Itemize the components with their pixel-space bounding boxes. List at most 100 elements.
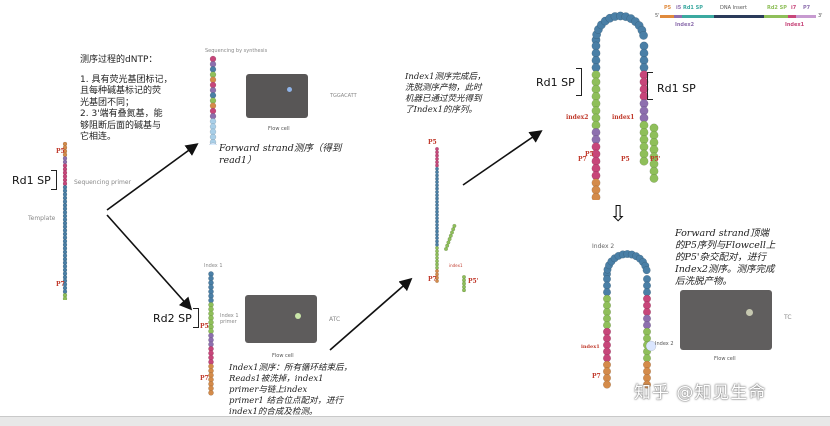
- nucleotide-bead: [602, 380, 611, 389]
- nucleotide-bead: [435, 223, 439, 227]
- forward-read1-line: Forward strand测序（得到: [219, 143, 342, 154]
- rd1-sp-left-bracket: [51, 170, 57, 190]
- nucleotide-bead: [435, 206, 439, 211]
- p7-label-index1: P7: [200, 375, 209, 382]
- index1-primer-line: Index 1: [220, 313, 239, 319]
- nucleotide-bead: [435, 232, 439, 237]
- legend-bar: [660, 15, 816, 18]
- p7-label-done: P7: [428, 276, 437, 283]
- nucleotide-bead: [642, 266, 651, 275]
- nucleotide-bead: [435, 209, 439, 214]
- nucleotide-bead: [435, 166, 439, 171]
- index2-note-line: Index2测序。测序完成: [675, 264, 775, 275]
- index2-note-line: Forward strand顶端: [675, 228, 769, 239]
- nucleotide-bead: [435, 219, 439, 224]
- p5-label-bridge-right: P5: [621, 156, 630, 163]
- index1-primer-line: primer: [220, 319, 237, 325]
- nucleotide-bead: [645, 340, 657, 352]
- index1-primer-label: Index 1 primer: [220, 313, 239, 325]
- nucleotide-bead: [462, 278, 467, 283]
- nucleotide-bead: [649, 173, 659, 183]
- rd2-sp-label: Rd2 SP: [153, 312, 192, 325]
- p5-prime-label-bridge: P5': [650, 156, 661, 163]
- nucleotide-bead: [450, 230, 455, 235]
- index1-note: Index1测序：所有循环结束后， Reads1被洗掉，index1 prime…: [229, 363, 379, 418]
- nucleotide-bead: [435, 246, 439, 250]
- arrow-to-bridge: [462, 130, 543, 186]
- index1-done-note: Index1测序完成后， 洗脱测序产物，此时 机器已通过荧光得到 了Index1…: [405, 72, 497, 116]
- nucleotide-bead: [435, 150, 439, 155]
- nucleotide-bead: [435, 193, 439, 198]
- arrow-to-index1-done: [329, 277, 413, 351]
- index1-done-line: 了Index1的序列。: [405, 105, 478, 115]
- index1-done-line: 机器已通过荧光得到: [405, 94, 482, 104]
- nucleotide-bead: [435, 163, 439, 168]
- legend-dna-insert: DNA Insert: [720, 5, 747, 11]
- nucleotide-bead: [435, 160, 439, 165]
- tc-label: TC: [784, 314, 792, 321]
- nucleotide-bead: [446, 240, 451, 245]
- legend-p5: P5: [664, 5, 672, 11]
- flow-cell-index2: [680, 290, 772, 350]
- nucleotide-bead: [452, 223, 457, 228]
- dntp-note-line: 它相连。: [80, 132, 117, 142]
- flow-cell-label-index2: Flow cell: [714, 356, 736, 362]
- nucleotide-bead: [435, 199, 439, 204]
- index1-done-strands: [435, 147, 467, 293]
- index1-note-line: index1的合成及检测。: [229, 407, 318, 417]
- nucleotide-bead: [462, 284, 467, 289]
- nucleotide-bead: [435, 183, 439, 188]
- nucleotide-bead: [435, 186, 439, 191]
- rd1-sp-left-label: Rd1 SP: [12, 174, 51, 187]
- nucleotide-bead: [435, 180, 439, 184]
- adapter-legend: P5 i5 Rd1 SP DNA Insert Rd2 SP i7 P7 Ind…: [655, 2, 825, 32]
- flow-cell-read1: [246, 74, 308, 118]
- sequencing-primer-label: Sequencing primer: [74, 179, 132, 186]
- fluorescent-spot: [746, 309, 753, 316]
- index2-strand: [602, 250, 657, 389]
- dntp-note-line: 测序过程的dNTP：: [80, 55, 158, 65]
- sequencing-by-synthesis-label: Sequencing by synthesis: [205, 48, 268, 54]
- flow-cell-label-read1: Flow cell: [268, 126, 290, 132]
- nucleotide-bead: [435, 259, 439, 264]
- watermark: 知乎 @知见生命: [634, 383, 767, 403]
- legend-5prime: 5': [655, 13, 660, 19]
- nucleotide-bead: [435, 242, 439, 247]
- nucleotide-bead: [435, 196, 439, 201]
- p5-label-bridge: P5: [585, 151, 594, 158]
- legend-p7: P7: [803, 5, 811, 11]
- nucleotide-bead: [643, 380, 652, 389]
- nucleotide-bead: [435, 170, 439, 174]
- p5-label-template: P5: [56, 148, 65, 155]
- index2-note: Forward strand顶端 的P5序列与Flowcell上 的P5'杂交配…: [675, 228, 825, 288]
- nucleotide-bead: [447, 237, 452, 242]
- p7-label-template: P7: [56, 281, 65, 288]
- rd1-sp-bridge-right-bracket: [647, 72, 653, 100]
- forward-read1-line: read1）: [219, 155, 257, 166]
- dntp-note-line: 且每种碱基标记的荧: [80, 86, 162, 96]
- index2-label: index2: [566, 114, 589, 121]
- read1-strand: [208, 55, 218, 145]
- index1-small-label: index1: [449, 263, 463, 268]
- nucleotide-bead: [448, 233, 453, 238]
- template-strand-panel: [0, 140, 140, 300]
- nucleotide-bead: [462, 274, 467, 279]
- legend-i7: i7: [791, 5, 797, 11]
- nucleotide-bead: [62, 296, 68, 300]
- legend-rd1sp: Rd1 SP: [683, 5, 703, 11]
- nucleotide-bead: [435, 269, 439, 274]
- flow-cell-label-index1: Flow cell: [272, 353, 294, 359]
- legend-i5: i5: [676, 5, 682, 11]
- nucleotide-bead: [435, 279, 439, 283]
- index1-note-line: primer1 结合位点配对，进行: [229, 396, 343, 406]
- dntp-note-line: 1. 具有荧光基团标记，: [80, 74, 173, 85]
- arrow-to-index1: [106, 214, 193, 311]
- rd1-sp-bridge-right-label: Rd1 SP: [657, 82, 696, 95]
- nucleotide-bead: [435, 176, 439, 181]
- index1-note-line: Reads1被洗掉，index1: [229, 374, 324, 384]
- nucleotide-bead: [444, 246, 449, 251]
- nucleotide-bead: [435, 262, 439, 267]
- legend-index2: Index2: [675, 22, 695, 28]
- p5-prime-label-done: P5': [468, 278, 479, 285]
